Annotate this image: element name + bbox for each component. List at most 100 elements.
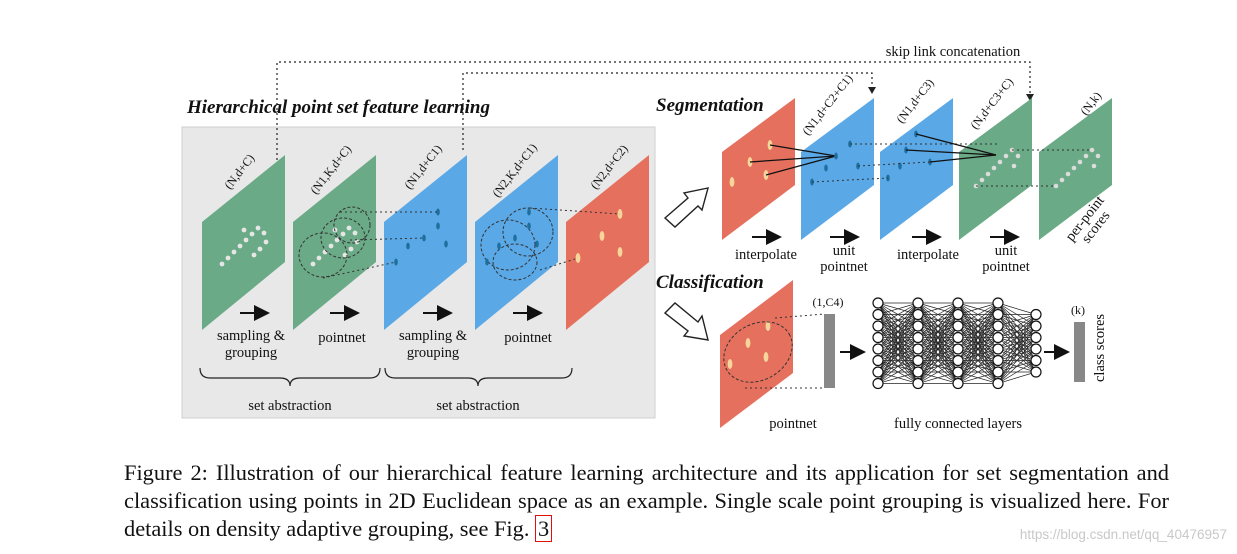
fc-edge [877,302,919,384]
cls-pointnet: pointnet [769,416,817,432]
fc-edge [997,371,1037,384]
fc-edge [877,314,919,384]
fc-neuron [952,308,964,321]
fc-neuron [992,377,1004,390]
fc-neuron [952,297,964,309]
architecture-figure: skip link concatenation Hierarchical poi… [181,44,1114,432]
fc-edge [917,325,959,384]
branch-arrow-cls [663,302,709,341]
input-points [219,225,269,267]
classification-title: Classification [656,272,764,293]
fc-neuron [872,366,884,378]
fc-edge [997,314,1037,338]
step-sampling-1a: sampling & [217,328,286,344]
fc-edge [917,302,959,350]
fc-edge [957,337,999,384]
fc-edge [877,360,919,384]
plane-features-2 [566,155,649,330]
fc-edge [997,314,1037,361]
fc-neuron [912,343,924,355]
fc-neuron [912,297,924,309]
cls-fc-label: fully connected layers [894,416,1022,432]
fc-neuron [872,354,884,367]
fc-neuron [992,354,1004,367]
brace-2 [384,367,573,387]
fc-neuron [1030,331,1042,344]
seg-unit-1a: unit [833,243,856,259]
fc-edge [957,302,999,315]
fc-edge [997,302,1037,315]
branch-arrow-seg [663,187,709,228]
step-pointnet-2: pointnet [504,330,552,346]
fc-neuron [992,366,1004,378]
fc-edge [997,348,1037,384]
fc-neuron [992,331,1004,344]
fc-edge [917,302,959,315]
set-abstraction-label-2: set abstraction [436,398,520,414]
fc-neuron [1030,320,1042,332]
step-pointnet-1: pointnet [318,330,366,346]
fc-neuron [992,320,1004,332]
fc-neuron [952,377,964,390]
seg-plane-3 [880,98,953,240]
fc-edge [957,302,999,327]
fc-edge [917,302,959,384]
fc-edge [877,302,919,327]
fc-edge [877,302,919,373]
seg-interpolate-2: interpolate [897,247,959,263]
fc-neuron [992,308,1004,321]
fc-edge [877,371,919,384]
hierarchical-title: Hierarchical point set feature learning [186,97,490,118]
fc-neuron [872,377,884,390]
fc-edge [997,314,1037,350]
fc-edge [957,325,999,384]
fc-neuron [912,366,924,378]
seg-interpolate-1: interpolate [735,247,797,263]
step-sampling-1b: grouping [225,345,277,361]
cls-k: (k) [1071,303,1085,317]
caption-text: Figure 2: Illustration of our hierarchic… [124,460,1169,541]
fc-edge [917,302,959,338]
seg-plane-2 [801,98,874,240]
fc-neuron [1030,308,1042,321]
cls-vector-dim: (1,C4) [813,295,844,309]
fc-edge [917,337,959,384]
watermark: https://blog.csdn.net/qq_40476957 [1019,527,1227,542]
set-abstraction-label-1: set abstraction [248,398,332,414]
fc-edge [877,348,919,384]
fc-edge [957,302,999,361]
cls-global-feature [824,314,835,388]
fc-neuron [992,297,1004,309]
fc-edge [917,302,959,327]
grouped-points-2 [485,208,539,266]
seg-plane-1 [722,98,795,240]
cls-scores-label: class scores [1092,314,1108,382]
feature-points-1 [394,208,448,266]
plane-grouped-1 [293,155,376,330]
fc-neuron [872,308,884,321]
figure-caption: Figure 2: Illustration of our hierarchic… [124,459,1169,543]
fc-edge [877,302,919,350]
fc-neuron [872,343,884,355]
fc-edge [917,314,959,384]
fc-edge [997,325,1037,384]
fc-neuron [872,320,884,332]
fc-neuron [912,320,924,332]
fc-neuron [952,320,964,332]
brace-1 [199,367,381,387]
skip-links [276,61,1031,170]
fully-connected-layers [872,297,1042,390]
plane-features-1 [384,155,467,330]
fc-neuron [952,366,964,378]
fc-edge [877,302,919,315]
fc-edge [997,314,1037,384]
fc-neuron [1030,343,1042,355]
fc-neuron [1030,366,1042,378]
segmentation-title: Segmentation [656,95,764,116]
fc-edge [957,302,999,350]
fc-neuron [952,343,964,355]
skip-link-label: skip link concatenation [886,44,1021,60]
fc-edge [997,360,1037,384]
figure-reference-link[interactable]: 3 [535,515,553,542]
fc-edge [957,302,999,338]
